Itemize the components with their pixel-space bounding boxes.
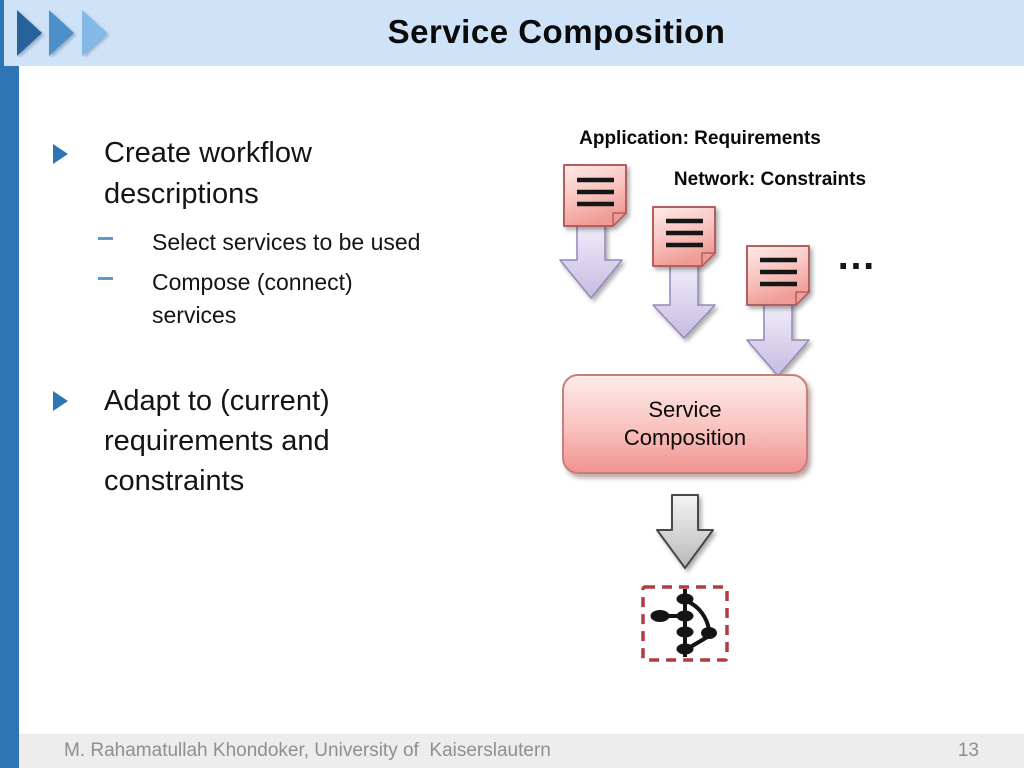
bullet-text: Adapt to (current) requirements and cons… (104, 385, 330, 497)
bullet-triangle-icon (53, 391, 68, 411)
document-icon (652, 206, 716, 267)
down-arrow-icon (652, 263, 716, 339)
service-composition-label: Service Composition (623, 397, 747, 450)
gray-down-arrow-icon (656, 494, 714, 569)
down-arrow-icon (559, 222, 623, 299)
service-composition-box: Service Composition (562, 374, 808, 474)
footer-author: M. Rahamatullah Khondoker, University of… (64, 740, 551, 761)
footer-band: M. Rahamatullah Khondoker, University of… (0, 734, 1024, 768)
down-arrow-icon (746, 302, 810, 377)
sub-bullet-text: Compose (connect) services (152, 269, 353, 328)
workflow-graph-icon (650, 589, 717, 657)
ellipsis-text: … (836, 234, 880, 278)
sub-bullet-dash-icon (98, 237, 113, 240)
page-title: Service Composition (387, 13, 726, 50)
document-icon (746, 245, 810, 306)
chevron-triangles-icon (17, 10, 107, 56)
header-band: Service Composition (4, 0, 1024, 66)
sub-bullet-text: Select services to be used (152, 229, 421, 255)
document-icon (563, 164, 627, 227)
bullet-triangle-icon (53, 144, 68, 164)
diagram-shapes (559, 164, 810, 662)
diagram: Application: Requirements Network: Const… (540, 120, 1015, 680)
network-constraints-label: Network: Constraints (673, 169, 867, 190)
application-requirements-label: Application: Requirements (579, 128, 821, 149)
sub-bullet-dash-icon (98, 277, 113, 280)
left-accent-bar (0, 0, 19, 768)
page-number: 13 (957, 740, 979, 761)
bullet-text: Create workflow descriptions (104, 137, 312, 210)
